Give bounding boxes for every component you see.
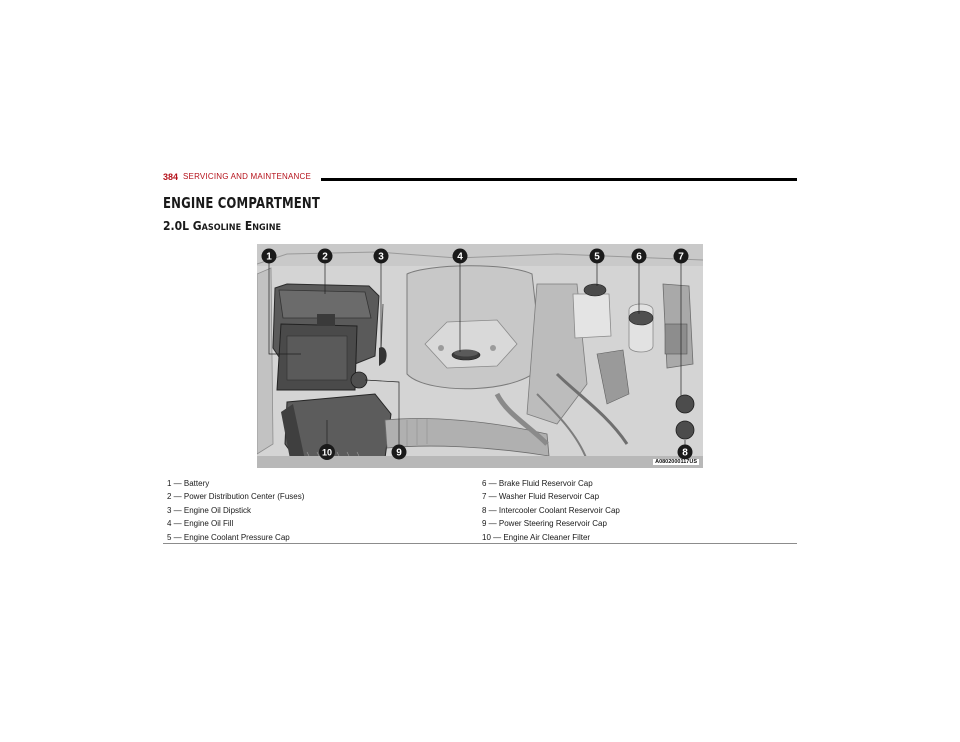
callout-6: 6: [631, 248, 647, 264]
legend-item: 4 — Engine Oil Fill: [167, 519, 234, 529]
subtitle-lead-2: E: [244, 219, 253, 233]
callout-7: 7: [673, 248, 689, 264]
legend-bottom-rule: [163, 543, 797, 544]
legend-item: 7 — Washer Fluid Reservoir Cap: [482, 492, 600, 502]
svg-text:5: 5: [594, 252, 600, 263]
svg-text:7: 7: [678, 252, 684, 263]
legend-item: 2 — Power Distribution Center (Fuses): [167, 492, 305, 502]
svg-text:10: 10: [322, 448, 332, 458]
subtitle-small-caps-2: NGINE: [252, 223, 282, 233]
legend-item: 3 — Engine Oil Dipstick: [167, 505, 252, 515]
page-title: ENGINE COMPARTMENT: [163, 194, 321, 212]
svg-text:2: 2: [322, 252, 328, 263]
subtitle-small-caps: ASOLINE: [201, 223, 242, 233]
subtitle-lead: 2.0L G: [163, 219, 202, 233]
legend-item: 6 — Brake Fluid Reservoir Cap: [482, 479, 593, 488]
section-title: SERVICING AND MAINTENANCE: [183, 172, 311, 181]
legend-item: 5 — Engine Coolant Pressure Cap: [167, 532, 290, 542]
svg-text:8: 8: [682, 448, 688, 459]
legend-item: 1 — Battery: [167, 479, 210, 488]
figure-code: A0802000117US: [653, 459, 699, 465]
svg-text:6: 6: [636, 252, 642, 263]
svg-text:9: 9: [396, 448, 402, 459]
engine-illustration-svg: 1 2 3 4 5 6 7 8: [257, 244, 703, 468]
callout-10: 10: [319, 444, 335, 460]
svg-text:4: 4: [457, 252, 463, 263]
legend-column-right: 6 — Brake Fluid Reservoir Cap 7 — Washer…: [482, 477, 620, 544]
engine-compartment-illustration: 1 2 3 4 5 6 7 8: [257, 244, 703, 468]
header-rule: [321, 178, 797, 181]
callout-2: 2: [317, 248, 333, 264]
callout-1: 1: [261, 248, 277, 264]
svg-text:3: 3: [378, 252, 384, 263]
callout-9: 9: [391, 444, 407, 460]
subsection-title: 2.0L GASOLINE ENGINE: [163, 219, 281, 233]
legend-item: 10 — Engine Air Cleaner Filter: [482, 532, 591, 542]
callout-5: 5: [589, 248, 605, 264]
svg-text:1: 1: [266, 252, 272, 263]
legend-column-left: 1 — Battery 2 — Power Distribution Cente…: [167, 477, 304, 544]
page-number: 384: [163, 172, 179, 182]
legend-item: 9 — Power Steering Reservoir Cap: [482, 519, 607, 529]
callout-3: 3: [373, 248, 389, 264]
callout-4: 4: [452, 248, 468, 264]
callout-8: 8: [677, 444, 693, 460]
page-header: 384 SERVICING AND MAINTENANCE: [163, 172, 797, 186]
legend-item: 8 — Intercooler Coolant Reservoir Cap: [482, 505, 620, 515]
